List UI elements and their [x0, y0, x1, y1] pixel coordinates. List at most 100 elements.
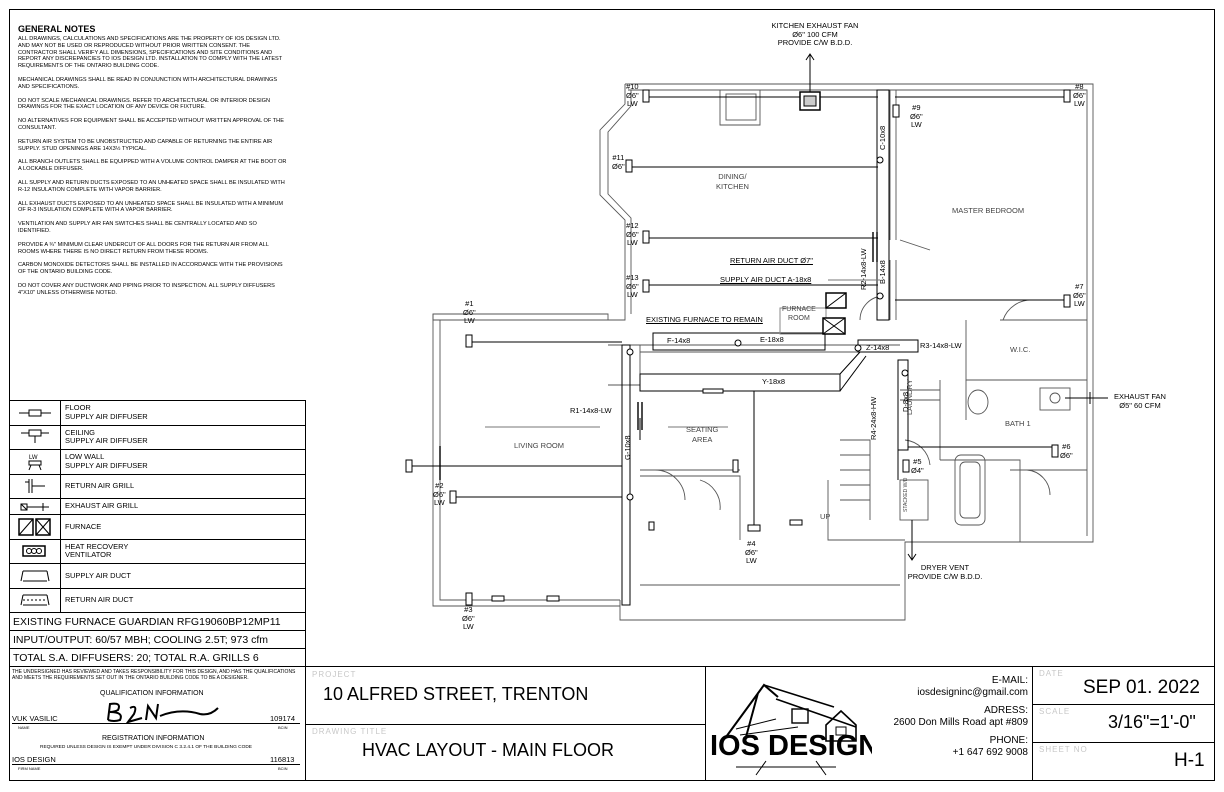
return-duct-callout: RETURN AIR DUCT Ø7" [730, 256, 813, 265]
input-output-spec: INPUT/OUTPUT: 60/57 MBH; COOLING 2.5T; 9… [9, 630, 305, 648]
legend-row: SUPPLY AIR DUCT [9, 563, 305, 588]
note-paragraph: DO NOT COVER ANY DUCTWORK AND PIPING PRI… [18, 282, 275, 296]
title-block-divider [1032, 704, 1215, 705]
general-notes-title: GENERAL NOTES [18, 24, 96, 34]
contact-info: E-MAIL: iosdesigninc@gmail.com ADRESS: 2… [872, 675, 1028, 759]
note-paragraph: ALL SUPPLY AND RETURN DUCTS EXPOSED TO A… [18, 179, 285, 193]
duct-r1: R1-14x8-LW [570, 406, 612, 415]
legend-row: RETURN AIR GRILL [9, 473, 305, 498]
registration-heading: REGISTRATION INFORMATION [102, 735, 205, 742]
project-caption: PROJECT [312, 670, 357, 679]
bcin-caption: BCIN [278, 725, 288, 730]
date-caption: DATE [1039, 669, 1064, 678]
email-label: E-MAIL: [991, 675, 1028, 686]
duct-y: Y-18x8 [762, 377, 786, 386]
ductwork [621, 89, 919, 606]
date-value: SEP 01. 2022 [1083, 677, 1200, 698]
duct-r4: R4-24x8-HW [869, 396, 878, 440]
legend-sublabel: SUPPLY AIR DIFFUSER [65, 460, 148, 470]
legend-label: EXHAUST AIR GRILL [65, 501, 139, 511]
legend-label: RETURN AIR DUCT [65, 595, 134, 604]
title-block-divider [305, 724, 705, 725]
duct-d: D-8x8 [901, 391, 910, 412]
furnace-spec: EXISTING FURNACE GUARDIAN RFG19060BP12MP… [9, 612, 305, 630]
address-value: 2600 Don Mills Road apt #809 [893, 717, 1028, 728]
duct-c: C-10x8 [878, 125, 887, 150]
hrv-icon [21, 545, 46, 557]
designer-name: VUK VASILIC [12, 714, 58, 723]
firm-caption: FIRM NAME [18, 766, 41, 771]
diffusers [405, 89, 1071, 606]
legend-label: FLOOR [65, 403, 91, 413]
note-paragraph: CARBON MONOXIDE DETECTORS SHALL BE INSTA… [18, 262, 283, 276]
bath-exhaust-fan [1065, 392, 1108, 404]
signature [107, 702, 219, 724]
walls [432, 83, 1094, 621]
supply-duct-icon [20, 570, 49, 582]
email-value: iosdesigninc@gmail.com [917, 687, 1028, 698]
legend-label: HEAT RECOVERY [65, 541, 129, 551]
note-paragraph: ALL BRANCH OUTLETS SHALL BE EQUIPPED WIT… [18, 159, 287, 173]
legend-label: RETURN AIR GRILL [65, 481, 135, 490]
sheet-number: H-1 [1174, 750, 1205, 771]
low-wall-diffuser-icon: LW [28, 455, 41, 470]
furnace [822, 292, 847, 335]
duct-z: Z-14x8 [866, 343, 890, 352]
title-block-divider [305, 666, 306, 781]
title-block-divider [1032, 742, 1215, 743]
phone-value: +1 647 692 9008 [952, 747, 1028, 758]
floor-diffuser-icon [18, 409, 51, 417]
sheet-border [9, 9, 1215, 781]
ios-design-logo: IOS DESIGN [710, 683, 872, 776]
firm-bcin: 116813 [270, 755, 295, 764]
spec-border [305, 612, 306, 666]
legend-sublabel: SUPPLY AIR DIFFUSER [65, 436, 148, 446]
registration-note: REQUIRED UNLESS DESIGN IS EXEMPT UNDER D… [40, 745, 252, 750]
note-paragraph: MECHANICAL DRAWINGS SHALL BE READ IN CON… [18, 76, 278, 90]
diffuser-totals: TOTAL S.A. DIFFUSERS: 20; TOTAL R.A. GRI… [9, 648, 305, 666]
note-paragraph: PROVIDE A ¾" MINIMUM CLEAR UNDERCUT OF A… [18, 241, 269, 255]
branch-runs [410, 96, 1066, 525]
duct-r3: R3-14x8-LW [920, 341, 962, 350]
existing-furnace-callout: EXISTING FURNACE TO REMAIN [646, 315, 763, 324]
firm-name: IOS DESIGN [12, 755, 56, 764]
return-duct-icon [20, 594, 49, 606]
address-label: ADRESS: [984, 705, 1028, 716]
duct-r2: R2-14x8-LW [859, 248, 868, 290]
name-caption: NAME [18, 725, 30, 730]
return-grills [439, 232, 878, 480]
room-bath: BATH 1 [1005, 419, 1031, 428]
firm-bcin-caption: BCIN [278, 766, 288, 771]
furnace-icon [17, 518, 51, 536]
project-name: 10 ALFRED STREET, TRENTON [323, 684, 589, 704]
room-wic: W.I.C. [1010, 345, 1031, 354]
return-grill-icon [24, 479, 45, 494]
qualification-statement: THE UNDERSIGNED HAS REVIEWED AND TAKES R… [12, 669, 296, 681]
legend-label: LOW WALL [65, 452, 105, 462]
legend-row: FURNACE [9, 514, 305, 539]
note-paragraph: NO ALTERNATIVES FOR EQUIPMENT SHALL BE A… [18, 118, 284, 131]
legend-label: CEILING [65, 427, 96, 437]
note-paragraph: RETURN AIR SYSTEM TO BE UNOBSTRUCTED AND… [18, 138, 273, 152]
qualification-heading: QUALIFICATION INFORMATION [100, 690, 204, 697]
room-living: LIVING ROOM [514, 441, 565, 450]
duct-b: B-14x8 [878, 260, 887, 284]
legend-label: SUPPLY AIR DUCT [65, 570, 131, 580]
note-paragraph: ALL DRAWINGS, CALCULATIONS AND SPECIFICA… [18, 36, 283, 70]
